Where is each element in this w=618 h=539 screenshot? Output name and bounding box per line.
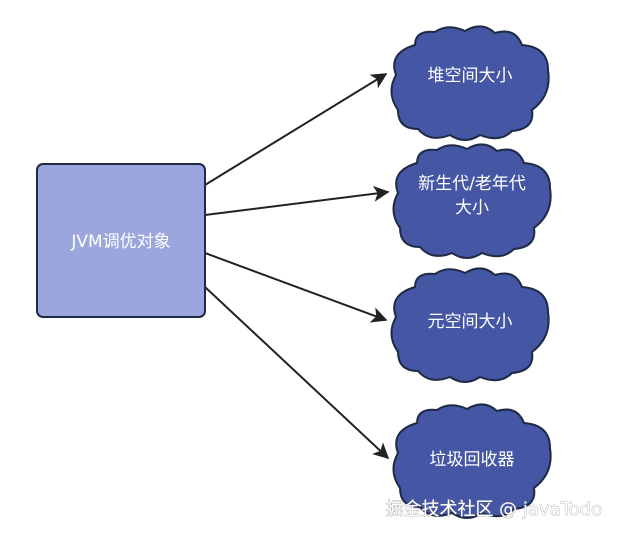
watermark-text: 掘金技术社区 @ javaTodo [385, 499, 602, 520]
cloud-shape [390, 25, 550, 141]
cloud-garbage-collector-label: 垃圾回收器 [430, 450, 515, 470]
cloud-heap-size-label: 堆空间大小 [428, 66, 513, 86]
cloud-young-old-gen-label-line2: 大小 [455, 198, 489, 218]
cloud-metaspace-size-label: 元空间大小 [428, 312, 513, 332]
cloud-shape [390, 267, 550, 383]
jvm-tuning-object-label: JVM调优对象 [70, 232, 170, 252]
arrow-to-young-old-gen-size [204, 185, 390, 216]
arrow-to-garbage-collector [204, 286, 390, 460]
arrow-to-heap-size [204, 73, 388, 186]
cloud-metaspace-size: 元空间大小 [390, 267, 550, 383]
cloud-shape [392, 143, 552, 259]
arrow-to-metaspace-size [204, 252, 388, 323]
cloud-garbage-collector: 垃圾回收器 [392, 403, 552, 519]
cloud-young-old-gen-size: 新生代/老年代 大小 [392, 143, 552, 259]
cloud-heap-size: 堆空间大小 [390, 25, 550, 141]
cloud-young-old-gen-label-line1: 新生代/老年代 [418, 174, 526, 194]
cloud-shape [392, 403, 552, 519]
jvm-tuning-object-box [36, 163, 206, 318]
